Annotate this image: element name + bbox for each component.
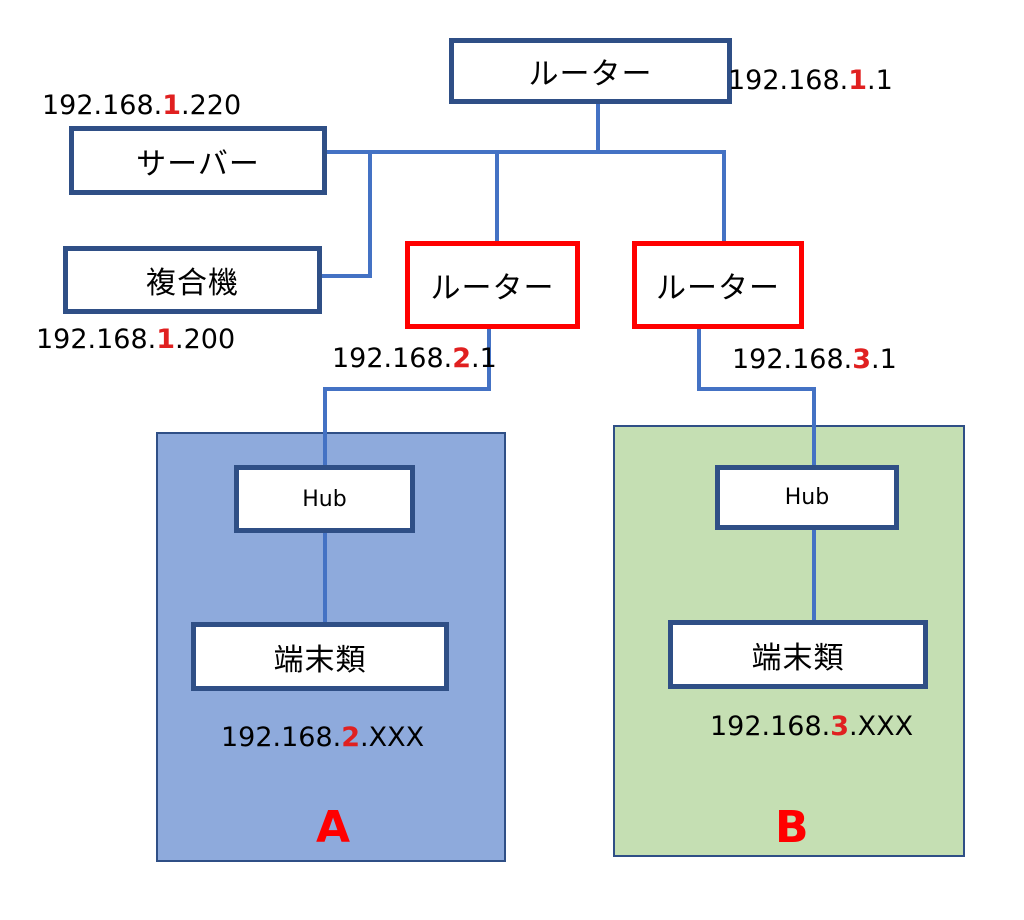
hub-b-label: Hub [784, 485, 830, 510]
router-b-label: ルーター [656, 271, 780, 306]
terminals-b-ip: 192.168.3.XXX [710, 711, 914, 742]
hub-a-node: Hub [234, 465, 415, 533]
zone-b-label: B [775, 802, 809, 853]
router-b-ip: 192.168.3.1 [732, 344, 897, 375]
terminals-b-node: 端末類 [668, 620, 928, 689]
server-node: サーバー [69, 126, 327, 195]
router-a-label: ルーター [430, 271, 555, 306]
terminals-a-ip: 192.168.2.XXX [221, 722, 425, 753]
hub-b-node: Hub [715, 465, 899, 530]
mfp-label: 複合機 [146, 266, 239, 301]
router-a-ip: 192.168.2.1 [332, 343, 497, 374]
main-router-ip: 192.168.1.1 [728, 65, 893, 96]
main-router-node: ルーター [449, 38, 732, 104]
terminals-a-label: 端末類 [273, 642, 367, 678]
hub-a-label: Hub [302, 486, 347, 512]
zone-a-label: A [316, 802, 351, 853]
mfp-ip: 192.168.1.200 [36, 324, 236, 355]
server-ip: 192.168.1.220 [42, 90, 242, 121]
server-label: サーバー [136, 146, 260, 182]
terminals-b-label: 端末類 [751, 640, 845, 676]
terminals-a-node: 端末類 [191, 622, 449, 691]
router-a-node: ルーター [405, 241, 580, 329]
main-router-label: ルーター [528, 57, 653, 92]
router-b-node: ルーター [632, 241, 804, 329]
mfp-node: 複合機 [63, 246, 322, 314]
